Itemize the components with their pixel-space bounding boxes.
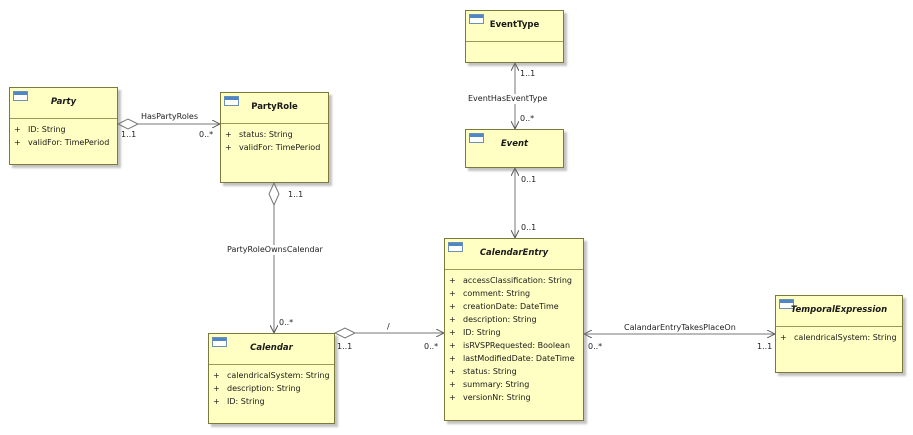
takes-place-on-label: CalandarEntryTakesPlaceOn <box>624 323 736 332</box>
class-icon <box>469 133 484 143</box>
class-temporal-expression-header: TemporalExpression <box>776 296 902 327</box>
event-calendar-entry-event-multiplicity: 0..1 <box>521 175 537 184</box>
class-temporal-expression[interactable]: TemporalExpression +calendricalSystem: S… <box>775 295 903 373</box>
calendar-entry-link-label: / <box>387 322 390 331</box>
attribute[interactable]: +creationDate: DateTime <box>449 302 559 311</box>
party-role-owns-calendar-source-multiplicity: 1..1 <box>288 190 304 199</box>
class-calendar-entry-attributes: +accessClassification: String +comment: … <box>445 270 583 404</box>
attribute[interactable]: +lastModifiedDate: DateTime <box>449 354 575 363</box>
takes-place-on-target-multiplicity: 1..1 <box>757 342 773 351</box>
class-event-type[interactable]: EventType <box>465 10 564 63</box>
calendar-entry-link-aggregation-diamond <box>333 327 357 339</box>
party-role-owns-calendar-aggregation-diamond <box>268 181 280 207</box>
class-icon <box>448 242 463 252</box>
has-party-roles-source-multiplicity: 1..1 <box>121 130 137 139</box>
class-party-header: Party <box>10 88 117 119</box>
event-has-event-type-label: EventHasEventType <box>468 94 548 104</box>
event-has-event-type-target-multiplicity: 1..1 <box>520 69 536 78</box>
attribute[interactable]: +comment: String <box>449 289 531 298</box>
class-calendar[interactable]: Calendar +calendricalSystem: String +des… <box>208 333 335 424</box>
class-event-header: Event <box>466 130 563 160</box>
calendar-entry-link-target-multiplicity: 0..* <box>424 342 439 351</box>
class-party-name: Party <box>50 97 77 107</box>
party-role-owns-calendar-target-multiplicity: 0..* <box>279 318 294 327</box>
party-role-owns-calendar-label: PartyRoleOwnsCalendar <box>227 245 323 255</box>
class-party-attributes: +ID: String +validFor: TimePeriod <box>10 119 117 149</box>
attribute[interactable]: +ID: String <box>14 125 66 134</box>
takes-place-on-source-multiplicity: 0..* <box>588 342 603 351</box>
attribute[interactable]: +calendricalSystem: String <box>780 333 897 342</box>
class-calendar-entry[interactable]: CalendarEntry +accessClassification: Str… <box>444 238 584 421</box>
attribute[interactable]: +calendricalSystem: String <box>213 371 330 380</box>
class-event-type-header: EventType <box>466 11 563 42</box>
has-party-roles-aggregation-diamond <box>116 118 140 130</box>
attribute[interactable]: +validFor: TimePeriod <box>14 138 110 147</box>
class-calendar-entry-header: CalendarEntry <box>445 239 583 270</box>
class-icon <box>13 91 28 101</box>
class-calendar-header: Calendar <box>209 334 334 365</box>
attribute[interactable]: +description: String <box>449 315 537 324</box>
attribute[interactable]: +validFor: TimePeriod <box>225 143 321 152</box>
class-party-role[interactable]: PartyRole +status: String +validFor: Tim… <box>220 92 329 183</box>
has-party-roles-target-multiplicity: 0..* <box>199 130 214 139</box>
attribute[interactable]: +accessClassification: String <box>449 276 573 285</box>
class-temporal-expression-name: TemporalExpression <box>790 305 888 315</box>
class-party[interactable]: Party +ID: String +validFor: TimePeriod <box>9 87 118 165</box>
class-icon <box>469 14 484 24</box>
calendar-entry-link-source-multiplicity: 1..1 <box>337 342 353 351</box>
class-party-role-attributes: +status: String +validFor: TimePeriod <box>221 124 328 154</box>
class-icon <box>212 337 227 347</box>
class-event-type-name: EventType <box>489 20 540 30</box>
class-party-role-name: PartyRole <box>251 102 298 112</box>
attribute[interactable]: +ID: String <box>449 328 501 337</box>
class-icon <box>224 96 239 106</box>
event-calendar-entry-entry-multiplicity: 0..1 <box>521 223 537 232</box>
attribute[interactable]: +description: String <box>213 384 301 393</box>
class-icon <box>779 299 794 309</box>
attribute[interactable]: +ID: String <box>213 397 265 406</box>
class-event[interactable]: Event <box>465 129 564 168</box>
class-party-role-header: PartyRole <box>221 93 328 124</box>
attribute[interactable]: +versionNr: String <box>449 393 531 402</box>
event-has-event-type-source-multiplicity: 0..* <box>520 114 535 123</box>
class-temporal-expression-attributes: +calendricalSystem: String <box>776 327 902 344</box>
attribute[interactable]: +isRVSPRequested: Boolean <box>449 341 571 350</box>
attribute[interactable]: +status: String <box>449 367 517 376</box>
class-calendar-attributes: +calendricalSystem: String +description:… <box>209 365 334 408</box>
class-event-name: Event <box>500 139 529 149</box>
attribute[interactable]: +status: String <box>225 130 293 139</box>
class-calendar-name: Calendar <box>250 343 293 353</box>
attribute[interactable]: +summary: String <box>449 380 530 389</box>
class-calendar-entry-name: CalendarEntry <box>479 248 549 258</box>
has-party-roles-label: HasPartyRoles <box>141 112 199 121</box>
